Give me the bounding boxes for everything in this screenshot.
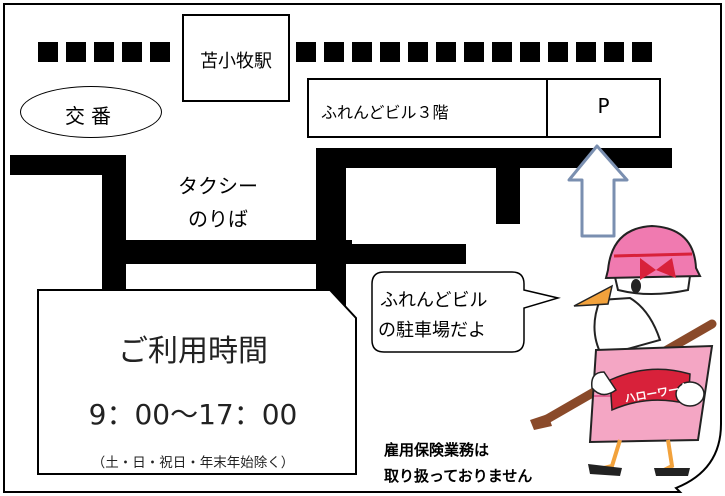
speech-bubble-line2: の駐車場だよ xyxy=(378,320,486,341)
hours-box xyxy=(37,289,357,475)
railway-line xyxy=(38,42,652,62)
police-box-label: 交番 xyxy=(65,104,117,128)
station-box: 苫小牧駅 xyxy=(182,14,290,102)
building-box: ふれんどビル３階 P xyxy=(307,78,661,138)
notice-line2: 取り扱っておりません xyxy=(384,467,533,485)
hours-time: 9：00～17：00 xyxy=(88,398,298,431)
map-frame xyxy=(3,3,722,493)
parking-label: P xyxy=(597,94,610,118)
taxi-stand-label-line1: タクシー xyxy=(178,174,258,198)
hours-note: （土・日・祝日・年末年始除く） xyxy=(91,455,295,471)
station-label: 苫小牧駅 xyxy=(200,51,272,72)
taxi-stand-label-line2: のりば xyxy=(188,207,248,231)
police-box: 交番 xyxy=(20,86,162,138)
notice-line1: 雇用保険業務は xyxy=(384,441,490,459)
speech-bubble-line1: ふれんどビル xyxy=(380,290,488,311)
stork-mascot-hockey-icon: ハローワーク xyxy=(530,224,717,476)
building-divider xyxy=(546,80,548,136)
roads xyxy=(10,148,672,310)
parking-arrow-icon xyxy=(567,144,629,238)
speech-bubble xyxy=(371,271,561,353)
building-label: ふれんどビル３階 xyxy=(321,103,449,122)
hours-title: ご利用時間 xyxy=(118,334,268,369)
